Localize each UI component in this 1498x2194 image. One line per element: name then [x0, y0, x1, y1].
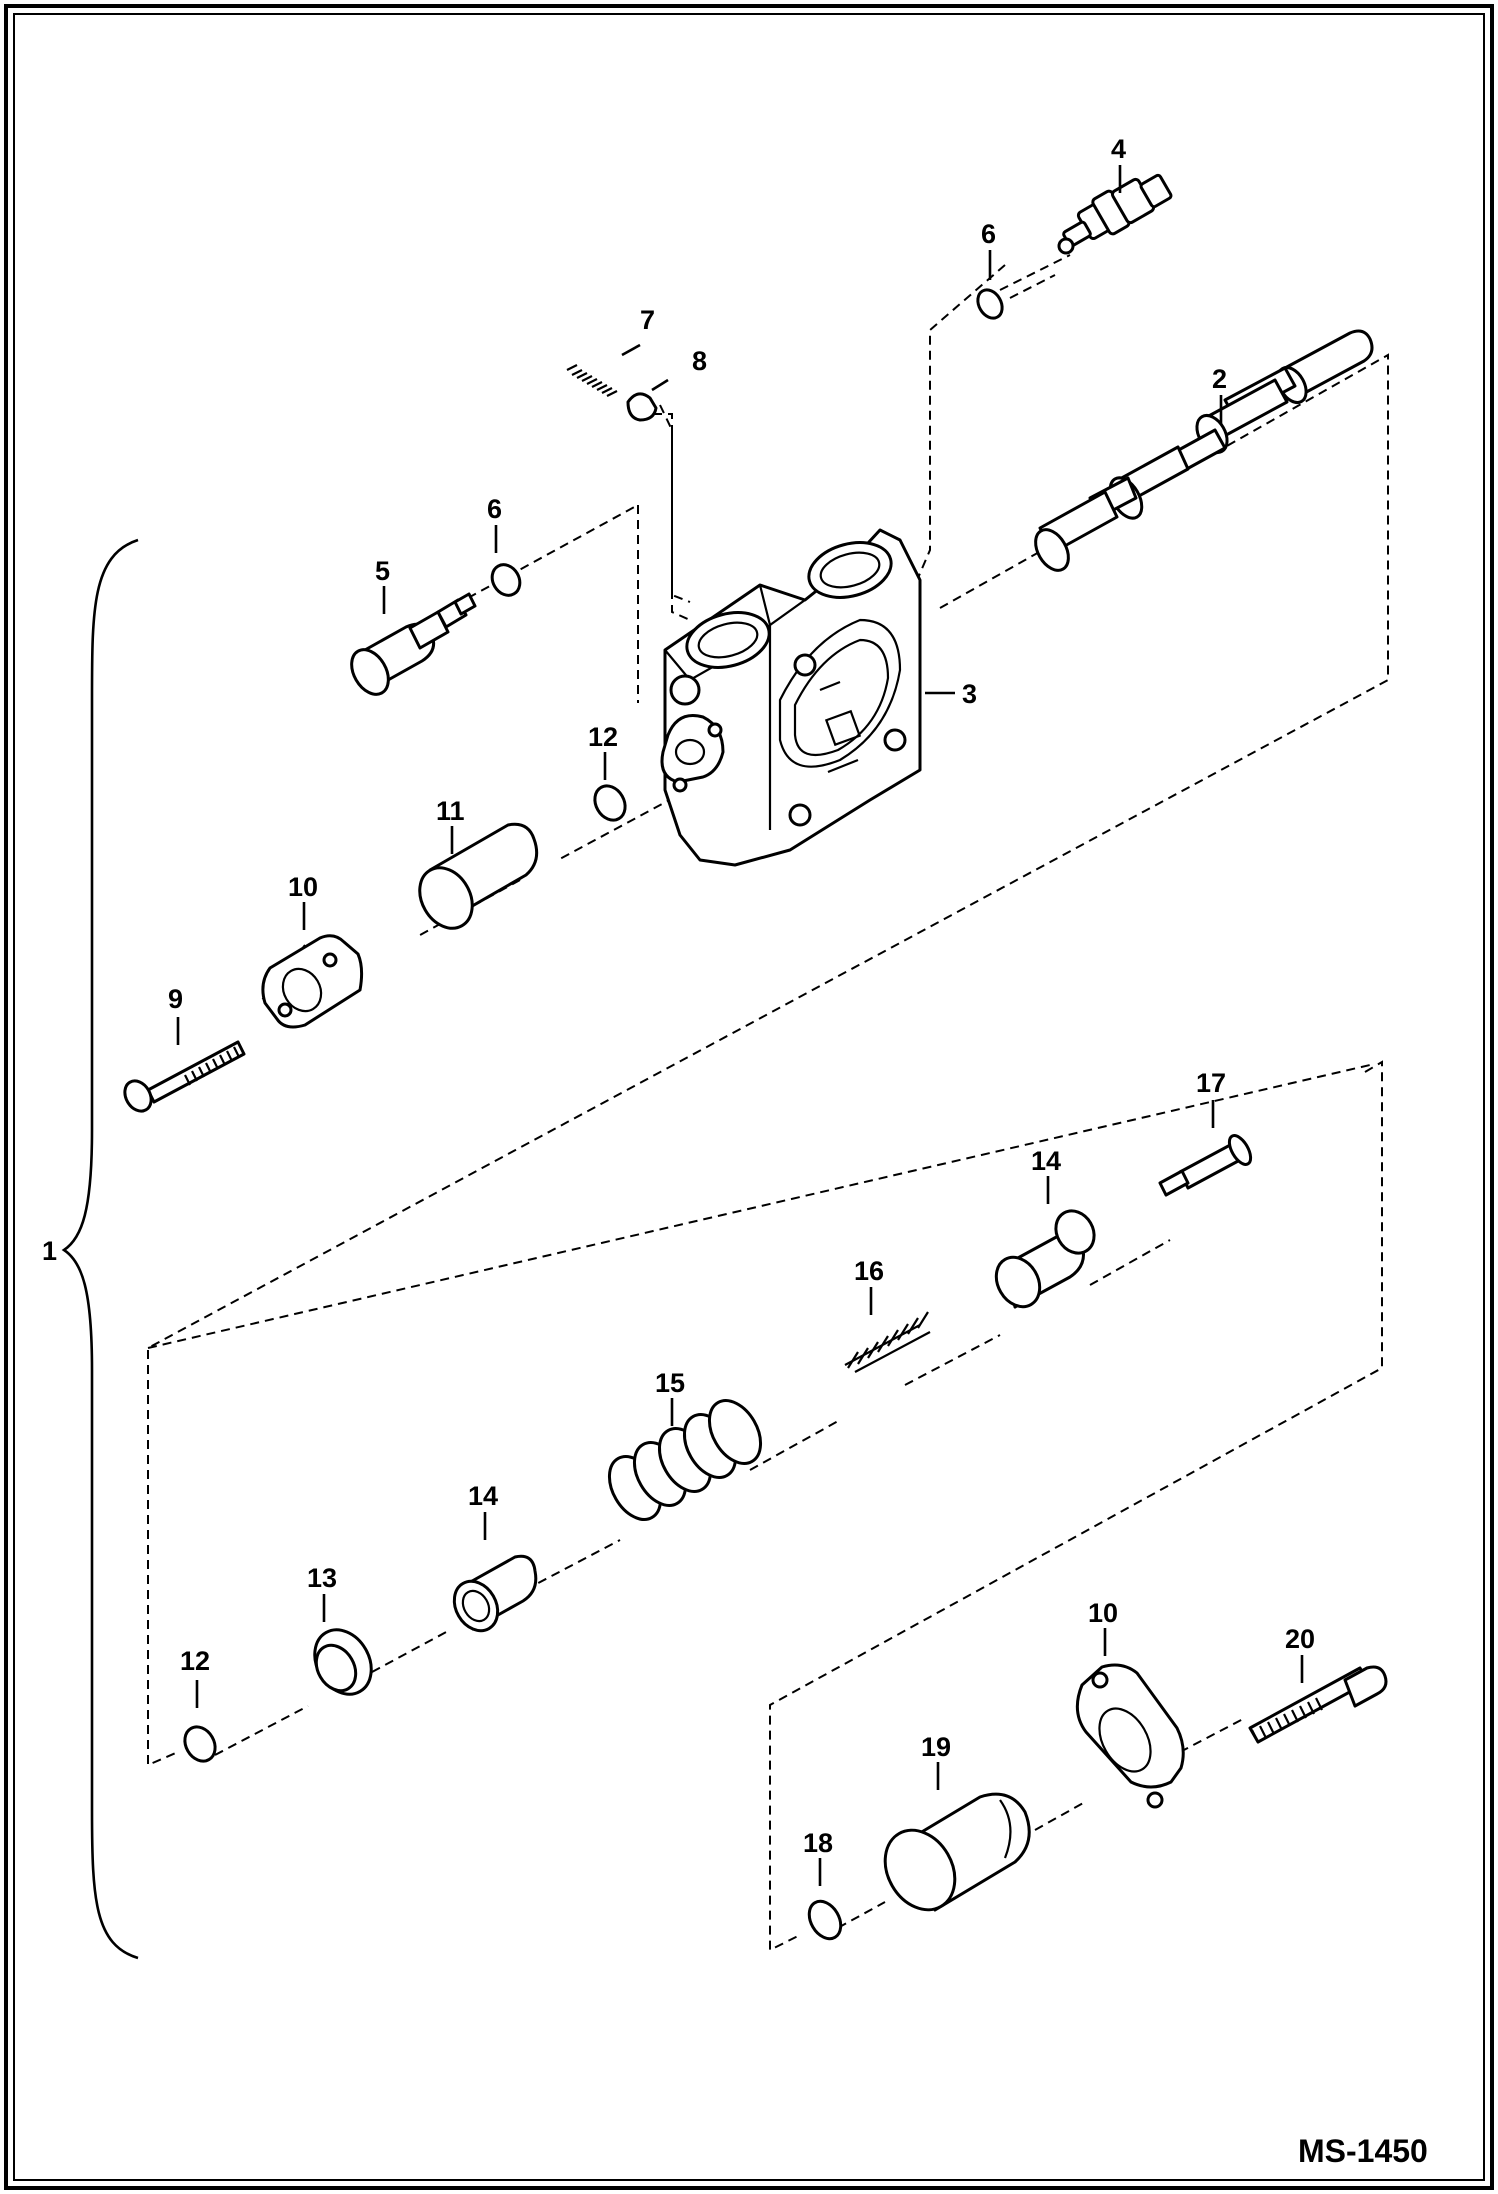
callout-20: 20 [1285, 1624, 1315, 1654]
o-ring-12-lower [183, 1725, 217, 1763]
outer-spring-15 [607, 1399, 763, 1521]
o-ring-12-upper [593, 784, 627, 822]
cover-flange-10-lower [1075, 1663, 1185, 1809]
callout-15: 15 [655, 1368, 685, 1398]
bolt-9 [123, 1040, 246, 1113]
callout-9: 9 [168, 984, 183, 1014]
callout-6-mid: 6 [487, 494, 502, 524]
callout-labels: 1 2 3 4 5 6 6 7 8 9 10 10 11 12 12 13 14… [42, 134, 1315, 1858]
callout-3: 3 [962, 679, 977, 709]
cover-flange-10-upper [261, 934, 364, 1029]
spring-cap-11 [418, 822, 539, 930]
callout-16: 16 [854, 1256, 884, 1286]
drawing-code: MS-1450 [1298, 2133, 1428, 2169]
callout-17: 17 [1196, 1068, 1226, 1098]
spool-2 [1034, 329, 1374, 572]
callout-1: 1 [42, 1236, 57, 1266]
callout-19: 19 [921, 1732, 951, 1762]
leader-lines [176, 165, 1304, 1886]
callout-12-lower: 12 [180, 1646, 210, 1676]
assembly-brace [61, 538, 139, 1960]
seal-retainer-13 [313, 1628, 373, 1696]
callout-6-top: 6 [981, 219, 996, 249]
o-ring-6-top [976, 288, 1004, 320]
o-ring-18 [807, 1899, 843, 1941]
valve-body-3 [660, 528, 922, 867]
callout-11: 11 [436, 796, 465, 826]
spring-seat-14-upper [994, 1209, 1096, 1309]
callout-7: 7 [640, 305, 655, 335]
bolt-20 [1248, 1665, 1388, 1744]
relief-valve-5 [350, 592, 477, 696]
callout-18: 18 [803, 1828, 833, 1858]
inner-spring-16 [844, 1311, 931, 1373]
callout-4: 4 [1111, 134, 1126, 164]
callout-8: 8 [692, 346, 707, 376]
spring-seat-14-lower [452, 1554, 538, 1633]
poppet-8 [626, 392, 658, 422]
callout-12-upper: 12 [588, 722, 618, 752]
callout-2: 2 [1212, 364, 1227, 394]
relief-valve-4 [1057, 173, 1173, 255]
callout-13: 13 [307, 1563, 337, 1593]
spring-7 [566, 364, 618, 397]
callout-14-lower: 14 [468, 1481, 498, 1511]
drawing-frame [4, 4, 1494, 2190]
drawing-frame-inner [13, 13, 1485, 2181]
assembly-dashed-lines [147, 254, 1389, 1952]
o-ring-6-mid [490, 563, 522, 597]
callout-10-lower: 10 [1088, 1598, 1118, 1628]
callout-10-upper: 10 [288, 872, 318, 902]
end-cover-19 [883, 1792, 1031, 1912]
callout-14-upper: 14 [1031, 1146, 1061, 1176]
stop-bolt-17 [1158, 1134, 1253, 1197]
callout-5: 5 [375, 556, 390, 586]
